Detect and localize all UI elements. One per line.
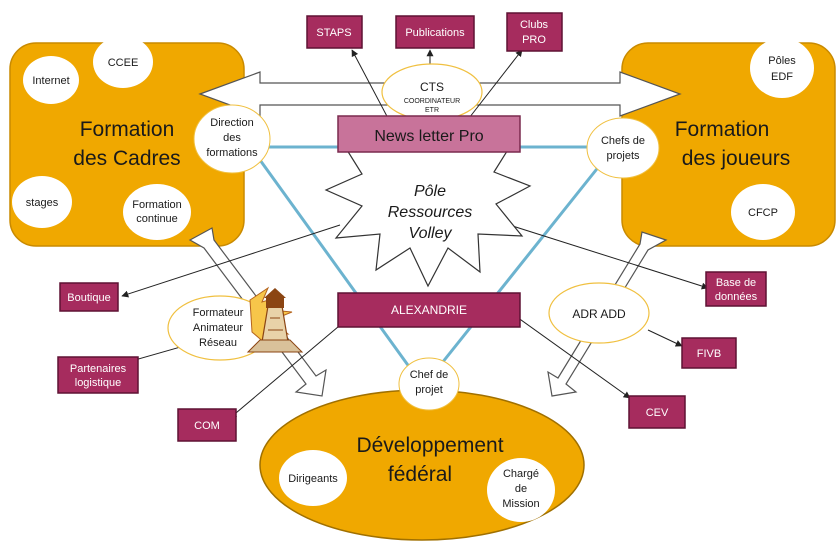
direction-formations-bubble: [193, 104, 271, 174]
base-label-2: données: [715, 291, 758, 303]
fivb-label: FIVB: [697, 348, 721, 360]
clubs-pro-box: [506, 12, 563, 52]
dev-title-1: Développement: [356, 434, 503, 457]
ccee-bubble: [93, 36, 153, 88]
staps-box: [306, 15, 363, 49]
dirigeants-bubble: [279, 450, 347, 506]
formateur-label-1: Formateur: [193, 307, 244, 319]
chef-projet-bubble: [398, 357, 460, 411]
partenaires-label-2: logistique: [75, 377, 121, 389]
publications-box: [395, 15, 475, 49]
publications-label: Publications: [405, 27, 465, 39]
com-box: [177, 408, 237, 442]
stages-bubble: [12, 176, 72, 228]
charge-label-2: de: [515, 483, 527, 495]
chefs-label-1: Chefs de: [601, 135, 645, 147]
boutique-box: [59, 282, 119, 312]
chef-label-1: Chef de: [410, 369, 449, 381]
adr-add-label: ADR ADD: [572, 307, 626, 321]
cadres-title-1: Formation: [80, 118, 175, 141]
adr-add-bubble: [548, 282, 650, 344]
dev-title-2: fédéral: [388, 463, 452, 486]
pole-ressources-star: [324, 116, 532, 288]
base-donnees-box: [705, 271, 767, 307]
cadres-title-2: des Cadres: [73, 147, 180, 170]
ccee-label: CCEE: [108, 57, 139, 69]
cts-label-1: CTS: [420, 80, 444, 94]
charge-label-1: Chargé: [503, 468, 539, 480]
clubs-label-2: PRO: [522, 34, 546, 46]
clubs-label-1: Clubs: [520, 19, 549, 31]
cts-label-2: COORDINATEUR: [404, 98, 460, 105]
cfcp-label: CFCP: [748, 207, 778, 219]
chefs-label-2: projets: [606, 150, 640, 162]
partenaires-box: [57, 356, 139, 394]
newsletter-box: [337, 115, 521, 153]
internet-bubble: [23, 56, 79, 104]
fivb-box: [681, 337, 737, 369]
formateur-label-3: Réseau: [199, 337, 237, 349]
formation-continue-label-2: continue: [136, 213, 178, 225]
cfcp-bubble: [731, 184, 795, 240]
formation-continue-bubble: [123, 184, 191, 240]
boutique-label: Boutique: [67, 292, 110, 304]
joueurs-title-2: des joueurs: [682, 147, 791, 170]
cev-label: CEV: [646, 407, 669, 419]
alexandrie-box: [337, 292, 521, 328]
center-line-1: Pôle: [414, 183, 446, 200]
internet-label: Internet: [32, 75, 69, 87]
alexandrie-label: ALEXANDRIE: [391, 303, 467, 317]
poles-label-2: EDF: [771, 71, 793, 83]
direction-label-3: formations: [206, 147, 258, 159]
center-line-3: Volley: [409, 225, 453, 242]
center-line-2: Ressources: [388, 204, 472, 221]
chefs-projets-bubble: [586, 117, 660, 179]
base-label-1: Base de: [716, 277, 756, 289]
com-label: COM: [194, 420, 220, 432]
lighthouse-icon: [246, 286, 304, 353]
direction-label-2: des: [223, 132, 241, 144]
formation-continue-label-1: Formation: [132, 199, 182, 211]
charge-label-3: Mission: [502, 498, 539, 510]
direction-label-1: Direction: [210, 117, 253, 129]
stages-label: stages: [26, 197, 59, 209]
partenaires-label-1: Partenaires: [70, 363, 127, 375]
charge-mission-bubble: [487, 458, 555, 522]
staps-label: STAPS: [316, 27, 351, 39]
formateur-label-2: Animateur: [193, 322, 243, 334]
joueurs-title-1: Formation: [675, 118, 770, 141]
chef-label-2: projet: [415, 384, 443, 396]
poles-label-1: Pôles: [768, 55, 796, 67]
poles-edf-bubble: [750, 38, 814, 98]
dirigeants-label: Dirigeants: [288, 473, 338, 485]
cev-box: [628, 395, 686, 429]
newsletter-label: News letter Pro: [374, 128, 483, 145]
cts-label-3: ETR: [425, 107, 439, 114]
